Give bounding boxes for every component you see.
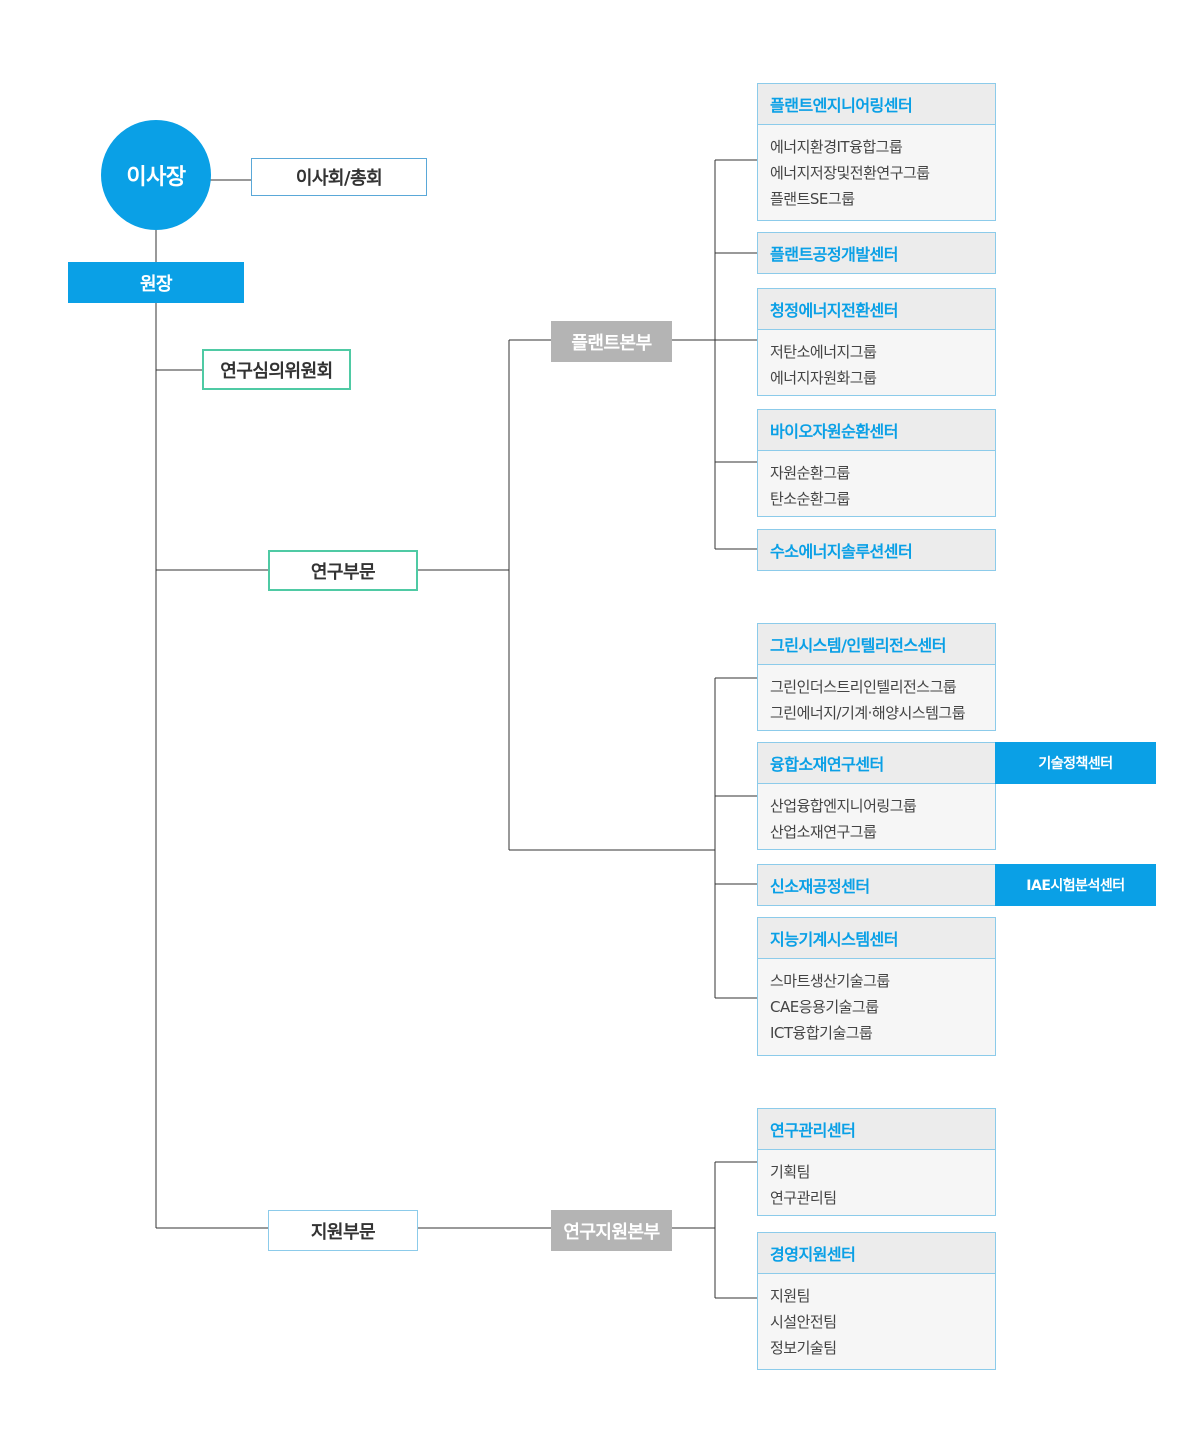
center-name: 그린시스템/인텔리전스센터 <box>758 624 995 665</box>
center-name: 바이오자원순환센터 <box>758 410 995 451</box>
group-item: 스마트생산기술그룹 <box>770 972 890 990</box>
center-box: 경영지원센터 지원팀 시설안전팀 정보기술팀 <box>757 1232 996 1370</box>
group-item: 에너지환경IT융합그룹 <box>770 138 903 156</box>
support-division-node: 지원부문 <box>268 1210 418 1251</box>
center-box: 플랜트공정개발센터 <box>757 232 996 274</box>
plant-hq-node: 플랜트본부 <box>551 321 672 362</box>
group-item: 시설안전팀 <box>770 1313 837 1331</box>
group-item: 탄소순환그룹 <box>770 490 850 508</box>
iae-testing-center-tag: IAE시험분석센터 <box>995 864 1156 906</box>
group-item: 기획팀 <box>770 1163 810 1181</box>
group-item: 그린인더스트리인텔리전스그룹 <box>770 678 957 696</box>
board-node: 이사회/총회 <box>251 158 427 196</box>
center-name: 플랜트공정개발센터 <box>758 233 995 273</box>
center-name: 청정에너지전환센터 <box>758 289 995 330</box>
group-item: 자원순환그룹 <box>770 464 850 482</box>
center-name: 플랜트엔지니어링센터 <box>758 84 995 125</box>
group-item: 지원팀 <box>770 1287 810 1305</box>
group-item: 연구관리팀 <box>770 1189 837 1207</box>
group-item: 산업융합엔지니어링그룹 <box>770 797 917 815</box>
center-box: 지능기계시스템센터 스마트생산기술그룹 CAE응용기술그룹 ICT융합기술그룹 <box>757 917 996 1056</box>
president-node: 원장 <box>68 262 244 303</box>
committee-node: 연구심의위원회 <box>202 349 351 390</box>
group-item: 저탄소에너지그룹 <box>770 343 877 361</box>
center-box: 신소재공정센터 <box>757 864 996 906</box>
group-item: 플랜트SE그룹 <box>770 190 855 208</box>
support-hq-node: 연구지원본부 <box>551 1210 672 1251</box>
center-name: 신소재공정센터 <box>758 865 995 905</box>
group-item: 에너지자원화그룹 <box>770 369 877 387</box>
center-box: 그린시스템/인텔리전스센터 그린인더스트리인텔리전스그룹 그린에너지/기계·해양… <box>757 623 996 731</box>
group-item: 정보기술팀 <box>770 1339 837 1357</box>
center-name: 경영지원센터 <box>758 1233 995 1274</box>
center-name: 지능기계시스템센터 <box>758 918 995 959</box>
center-name: 수소에너지솔루션센터 <box>758 530 995 570</box>
group-item: 그린에너지/기계·해양시스템그룹 <box>770 704 966 722</box>
research-division-node: 연구부문 <box>268 550 418 591</box>
center-box: 연구관리센터 기획팀 연구관리팀 <box>757 1108 996 1216</box>
group-item: CAE응용기술그룹 <box>770 998 879 1016</box>
center-box: 플랜트엔지니어링센터 에너지환경IT융합그룹 에너지저장및전환연구그룹 플랜트S… <box>757 83 996 221</box>
chairman-node: 이사장 <box>101 120 211 230</box>
center-box: 수소에너지솔루션센터 <box>757 529 996 571</box>
group-item: 에너지저장및전환연구그룹 <box>770 164 930 182</box>
group-item: 산업소재연구그룹 <box>770 823 877 841</box>
center-box: 융합소재연구센터 산업융합엔지니어링그룹 산업소재연구그룹 <box>757 742 996 850</box>
tech-policy-center-tag: 기술정책센터 <box>995 742 1156 784</box>
center-box: 청정에너지전환센터 저탄소에너지그룹 에너지자원화그룹 <box>757 288 996 396</box>
center-box: 바이오자원순환센터 자원순환그룹 탄소순환그룹 <box>757 409 996 517</box>
center-name: 연구관리센터 <box>758 1109 995 1150</box>
group-item: ICT융합기술그룹 <box>770 1024 873 1042</box>
center-name: 융합소재연구센터 <box>758 743 995 784</box>
